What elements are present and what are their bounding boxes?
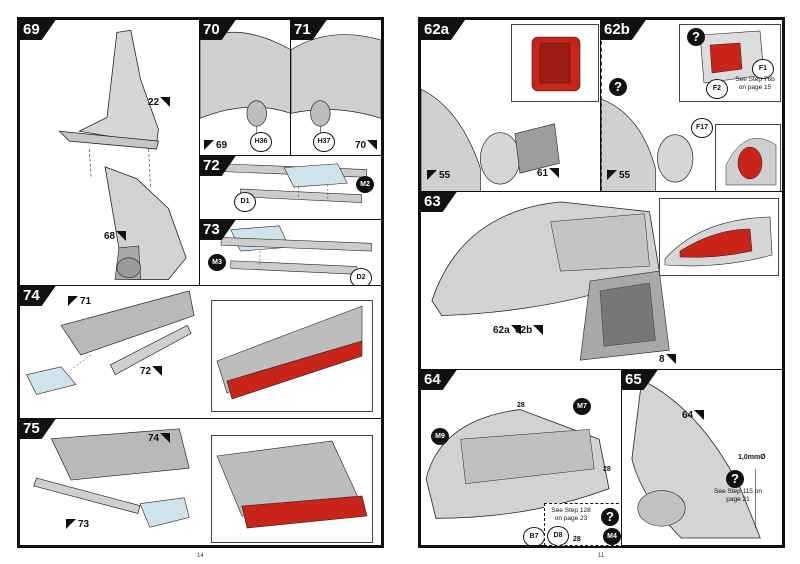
- part-callout: F1: [752, 59, 774, 79]
- optional-step-icon: ?: [726, 470, 744, 488]
- step-69-panel: 69 22 68: [19, 19, 201, 287]
- painted-cockpit-illustration: [531, 36, 581, 92]
- optional-step-icon: ?: [609, 78, 627, 96]
- part-label: 62b: [515, 325, 543, 336]
- step-number: 75: [20, 419, 56, 439]
- part-label: 55: [607, 170, 630, 181]
- step-74-panel: 74 71 72: [19, 285, 382, 420]
- painted-bulkhead-illustration: [725, 138, 777, 186]
- part-callout: M7: [573, 398, 591, 415]
- step-73-panel: 73 M3 D2: [199, 219, 382, 287]
- part-callout: F2: [706, 79, 728, 99]
- part-label: 62a: [493, 325, 521, 336]
- part-label: 73: [66, 519, 89, 530]
- part-label: 28: [573, 536, 581, 543]
- fuselage-cockpit-illustration: [431, 201, 670, 361]
- part-callout: M2: [356, 176, 374, 193]
- part-callout: H37: [313, 132, 335, 152]
- step-71-panel: 71 H37 70: [290, 19, 382, 157]
- wing-flap-illustration: [26, 290, 195, 395]
- step-70-panel: 70 H36 69: [199, 19, 292, 157]
- painted-detail-inset: [715, 124, 781, 192]
- part-callout: M4: [603, 528, 621, 545]
- vertical-fin-illustration: [631, 379, 761, 539]
- part-label: 74: [148, 433, 170, 444]
- part-label: 8: [659, 354, 676, 365]
- fuselage-half-illustration: [425, 409, 610, 519]
- part-label: 71: [68, 296, 91, 307]
- part-callout: D8: [547, 526, 569, 545]
- painted-wing-illustration: [216, 440, 368, 529]
- painted-detail-inset: [511, 24, 599, 102]
- part-callout: M9: [431, 428, 449, 445]
- part-label: 55: [427, 170, 450, 181]
- part-callout: D1: [234, 192, 256, 212]
- cockpit-bulkhead-illustration: [601, 20, 694, 192]
- step-75-panel: 75 74 73: [19, 418, 382, 546]
- part-label: 28: [517, 402, 525, 409]
- optional-step-icon: ?: [601, 508, 619, 526]
- painted-result-inset: [211, 435, 373, 543]
- part-callout: M3: [208, 254, 226, 271]
- cross-reference-note: See Step 128 on page 23: [551, 507, 591, 522]
- page-number: 14: [197, 553, 204, 559]
- cockpit-bulkhead-illustration: [421, 88, 560, 192]
- page-number: 11: [598, 553, 605, 559]
- flap-parts-illustration: [220, 163, 367, 203]
- step-64-optional-panel: See Step 128 on page 23 ? D8 28 M4: [544, 503, 624, 546]
- right-page: 62a 55 61 62b F1 F2 ? ? See Step 76b on: [418, 17, 785, 548]
- part-label: 70: [355, 140, 377, 151]
- step-63-panel: 63 62a 62b 8: [420, 191, 783, 371]
- part-label: 72: [140, 366, 162, 377]
- part-label: 28: [603, 466, 611, 473]
- main-gear-illustration: [291, 34, 381, 143]
- drill-size-label: 1,0mmØ: [738, 454, 766, 461]
- part-callout: D2: [350, 268, 372, 286]
- part-label: 68: [104, 231, 126, 242]
- step-62b-panel: 62b F1 F2 ? ? See Step 76b on page 15 F1…: [600, 19, 783, 193]
- step-number: 62a: [421, 20, 465, 40]
- cross-reference-note: See Step 76b on page 15: [735, 76, 775, 91]
- optional-step-icon: ?: [687, 28, 705, 46]
- painted-cockpit-inset: [659, 198, 779, 276]
- part-label: 22: [148, 97, 170, 108]
- painted-wing-illustration: [216, 305, 363, 400]
- main-gear-illustration: [200, 31, 291, 143]
- painted-result-inset: [211, 300, 373, 412]
- step-65-panel: 65 64 1,0mmØ ? See Step 115 on page 21: [621, 369, 783, 546]
- left-page: 69 22 68 70 H36 69 71 H37 70: [17, 17, 384, 548]
- tail-assembly-illustration: [58, 29, 187, 280]
- painted-cockpit-illustration: [664, 216, 773, 267]
- part-callout: H36: [250, 132, 272, 152]
- step-72-panel: 72 D1 M2: [199, 155, 382, 221]
- part-callout: F17: [691, 118, 713, 138]
- step-62a-panel: 62a 55 61: [420, 19, 602, 193]
- part-label: 69: [204, 140, 227, 151]
- part-callout: B7: [523, 527, 545, 545]
- step-number: 62b: [601, 20, 646, 40]
- flap-parts-illustration: [220, 225, 372, 275]
- cross-reference-note: See Step 115 on page 21: [714, 488, 762, 503]
- part-label: 64: [682, 410, 704, 421]
- part-label: 61: [537, 168, 559, 179]
